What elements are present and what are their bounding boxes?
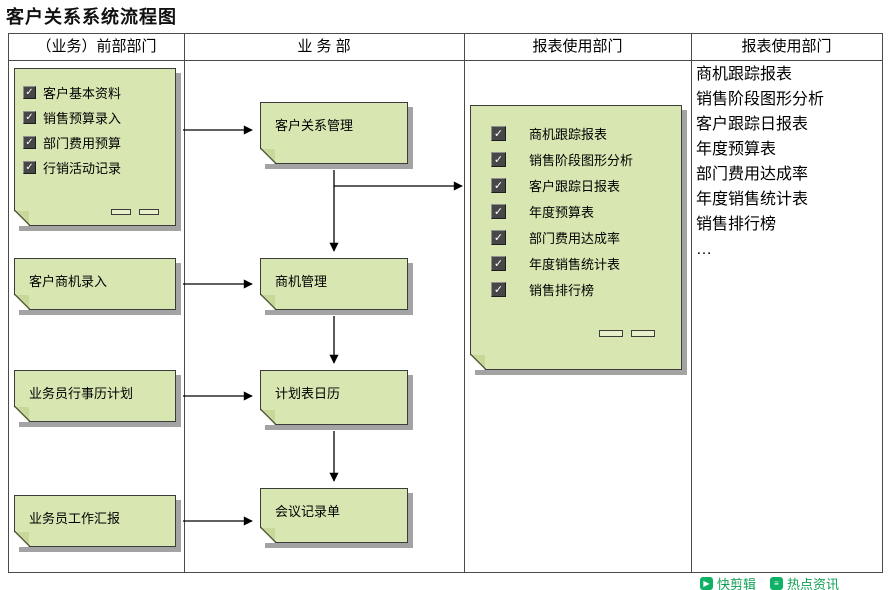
doc-label: 客户关系管理	[275, 118, 354, 133]
bar-icon	[139, 209, 159, 215]
header-divider	[9, 60, 882, 61]
doc-label: 计划表日历	[275, 386, 341, 401]
doc-label: 商机管理	[275, 274, 328, 289]
report-name: 客户跟踪日报表	[696, 116, 809, 133]
checklist-row: ✓ 客户跟踪日报表	[491, 178, 621, 194]
doc-footer-bars	[111, 209, 159, 215]
doc-label: 会议记录单	[275, 504, 341, 519]
checklist-row: ✓ 客户基本资料	[23, 85, 122, 101]
report-name: 销售排行榜	[696, 216, 777, 233]
checked-checkbox-icon: ✓	[23, 161, 36, 174]
browser-bottom-bar: ▶ 快剪辑 ≡ 热点资讯 ↻	[0, 574, 891, 590]
folded-corner-icon	[13, 293, 31, 310]
folded-corner-icon	[469, 353, 487, 370]
flow-doc-opportunity-entry: 客户商机录入	[13, 258, 176, 310]
doc-footer-bars	[599, 330, 655, 337]
bar-icon	[111, 209, 131, 215]
report-name-ellipsis: …	[696, 241, 712, 258]
checklist-item-label: 年度销售统计表	[529, 257, 621, 272]
hot-news-icon: ≡	[770, 577, 783, 590]
checklist-row: ✓ 销售预算录入	[23, 110, 122, 126]
bar-icon	[631, 330, 655, 337]
folded-corner-icon	[13, 209, 31, 226]
report-name: 销售阶段图形分析	[696, 91, 825, 108]
page-title: 客户关系系统流程图	[6, 7, 177, 27]
flow-doc-crm: 客户关系管理	[259, 102, 408, 164]
checked-checkbox-icon: ✓	[491, 178, 506, 193]
checked-checkbox-icon: ✓	[23, 111, 36, 124]
doc-label: 业务员工作汇报	[29, 511, 121, 526]
flow-doc-meeting-record: 会议记录单	[259, 488, 408, 543]
flow-doc-calendar-plan: 业务员行事历计划	[13, 370, 176, 422]
bar-icon	[599, 330, 623, 337]
column-header-report-dept: 报表使用部门	[532, 38, 623, 55]
quick-clip-button[interactable]: ▶ 快剪辑	[700, 574, 756, 590]
checklist-item-label: 销售预算录入	[43, 111, 122, 126]
column-header-report-dept-2: 报表使用部门	[741, 38, 832, 55]
folded-corner-icon	[259, 147, 277, 164]
report-name: 商机跟踪报表	[696, 66, 793, 83]
checklist-item-label: 销售阶段图形分析	[529, 153, 634, 168]
doc-label: 业务员行事历计划	[29, 386, 134, 401]
checklist-row: ✓ 部门费用达成率	[491, 230, 621, 246]
folded-corner-icon	[13, 405, 31, 422]
checklist-row: ✓ 商机跟踪报表	[491, 126, 608, 142]
checklist-item-label: 商机跟踪报表	[529, 127, 608, 142]
quick-clip-label: 快剪辑	[717, 577, 757, 590]
doc-label: 客户商机录入	[29, 274, 108, 289]
folded-corner-icon	[13, 530, 31, 547]
checked-checkbox-icon: ✓	[23, 136, 36, 149]
checklist-item-label: 年度预算表	[529, 205, 595, 220]
checked-checkbox-icon: ✓	[491, 204, 506, 219]
flow-doc-schedule: 计划表日历	[259, 370, 408, 425]
column-divider	[184, 34, 185, 572]
quick-clip-icon: ▶	[700, 577, 713, 590]
column-header-business-dept: 业 务 部	[297, 38, 351, 55]
report-name: 年度销售统计表	[696, 191, 809, 208]
flow-doc-reports: ✓ 商机跟踪报表 ✓ 销售阶段图形分析 ✓ 客户跟踪日报表 ✓ 年度预算表 ✓ …	[469, 105, 682, 370]
checked-checkbox-icon: ✓	[491, 230, 506, 245]
checklist-row: ✓ 部门费用预算	[23, 135, 122, 151]
checked-checkbox-icon: ✓	[491, 282, 506, 297]
column-divider	[464, 34, 465, 572]
folded-corner-icon	[259, 293, 277, 310]
checklist-row: ✓ 销售排行榜	[491, 282, 595, 298]
checklist-item-label: 客户跟踪日报表	[529, 179, 621, 194]
checked-checkbox-icon: ✓	[23, 86, 36, 99]
report-name: 年度预算表	[696, 141, 777, 158]
checked-checkbox-icon: ✓	[491, 126, 506, 141]
report-name: 部门费用达成率	[696, 166, 809, 183]
flow-doc-work-report: 业务员工作汇报	[13, 495, 176, 547]
report-name-list: 商机跟踪报表 销售阶段图形分析 客户跟踪日报表 年度预算表 部门费用达成率 年度…	[696, 62, 878, 262]
flow-doc-opportunity-mgmt: 商机管理	[259, 258, 408, 310]
column-header-front-dept: （业务）前部部门	[36, 38, 157, 55]
checklist-row: ✓ 年度预算表	[491, 204, 595, 220]
checklist-item-label: 客户基本资料	[43, 86, 122, 101]
hot-news-label: 热点资讯	[787, 577, 840, 590]
hot-news-button[interactable]: ≡ 热点资讯	[770, 574, 839, 590]
checklist-item-label: 销售排行榜	[529, 283, 595, 298]
checked-checkbox-icon: ✓	[491, 256, 506, 271]
flow-doc-front-inputs: ✓ 客户基本资料 ✓ 销售预算录入 ✓ 部门费用预算 ✓ 行销活动记录	[13, 68, 176, 226]
checked-checkbox-icon: ✓	[491, 152, 506, 167]
column-divider	[691, 34, 692, 572]
checklist-row: ✓ 销售阶段图形分析	[491, 152, 634, 168]
folded-corner-icon	[259, 526, 277, 543]
folded-corner-icon	[259, 408, 277, 425]
checklist-row: ✓ 行销活动记录	[23, 160, 122, 176]
checklist-item-label: 行销活动记录	[43, 161, 122, 176]
checklist-item-label: 部门费用预算	[43, 136, 122, 151]
checklist-item-label: 部门费用达成率	[529, 231, 621, 246]
checklist-row: ✓ 年度销售统计表	[491, 256, 621, 272]
